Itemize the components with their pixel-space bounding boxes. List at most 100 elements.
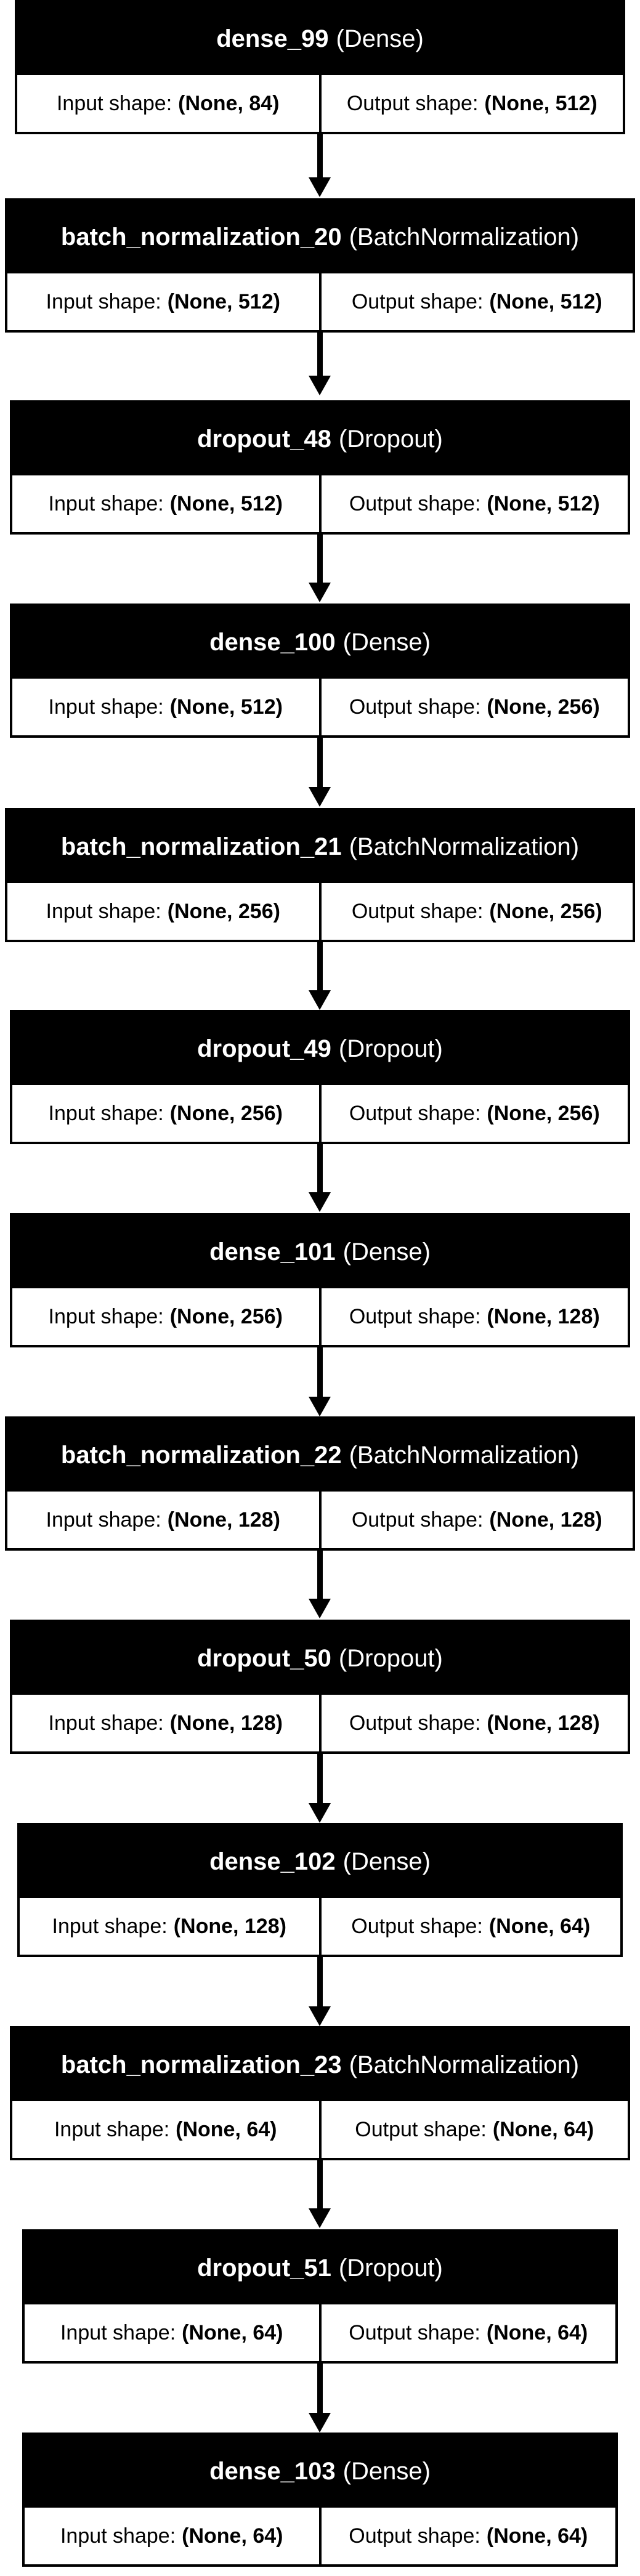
input-shape-cell: Input shape:(None, 512) <box>12 679 319 735</box>
input-shape-label: Input shape: <box>48 491 164 515</box>
input-shape-cell: Input shape:(None, 512) <box>7 273 319 330</box>
input-shape-label: Input shape: <box>46 1508 161 1532</box>
output-shape-value: (None, 64) <box>492 2117 594 2141</box>
layer-name: batch_normalization_22 <box>60 1441 342 1469</box>
layer-name: batch_normalization_23 <box>60 2051 342 2078</box>
layer-name: dropout_51 <box>197 2254 331 2282</box>
input-shape-value: (None, 64) <box>176 2117 277 2141</box>
input-shape-label: Input shape: <box>48 1711 164 1735</box>
input-shape-cell: Input shape:(None, 64) <box>12 2101 319 2158</box>
layer-node: dense_99(Dense) Input shape:(None, 84) O… <box>15 0 625 134</box>
output-shape-cell: Output shape:(None, 512) <box>318 273 633 330</box>
layer-node: dense_102(Dense) Input shape:(None, 128)… <box>17 1823 623 1957</box>
layer-header: batch_normalization_22(BatchNormalizatio… <box>7 1419 633 1492</box>
layer-node: dropout_50(Dropout) Input shape:(None, 1… <box>10 1620 630 1754</box>
layer-type: (Dense) <box>342 1847 431 1875</box>
layer-name: dense_100 <box>209 628 336 656</box>
output-shape-cell: Output shape:(None, 512) <box>318 475 628 532</box>
output-shape-label: Output shape: <box>349 2320 480 2344</box>
layer-shapes: Input shape:(None, 256) Output shape:(No… <box>12 1288 628 1345</box>
output-shape-cell: Output shape:(None, 256) <box>318 883 633 940</box>
input-shape-label: Input shape: <box>52 1914 168 1938</box>
input-shape-label: Input shape: <box>46 289 161 313</box>
layer-type: (BatchNormalization) <box>349 2051 580 2078</box>
layer-shapes: Input shape:(None, 64) Output shape:(Non… <box>12 2101 628 2158</box>
input-shape-cell: Input shape:(None, 256) <box>12 1288 319 1345</box>
layer-shapes: Input shape:(None, 256) Output shape:(No… <box>7 883 633 940</box>
layer-shapes: Input shape:(None, 64) Output shape:(Non… <box>25 2508 615 2564</box>
output-shape-label: Output shape: <box>349 1711 481 1735</box>
layer-name: dense_103 <box>209 2457 336 2485</box>
layer-name: dropout_48 <box>197 425 331 453</box>
layer-type: (Dense) <box>342 2457 431 2485</box>
output-shape-value: (None, 256) <box>489 899 602 923</box>
layer-node: dropout_51(Dropout) Input shape:(None, 6… <box>22 2229 618 2364</box>
input-shape-value: (None, 256) <box>167 899 280 923</box>
output-shape-value: (None, 512) <box>489 289 602 313</box>
output-shape-label: Output shape: <box>351 289 484 313</box>
layer-name: batch_normalization_21 <box>60 833 342 860</box>
input-shape-cell: Input shape:(None, 256) <box>7 883 319 940</box>
input-shape-label: Input shape: <box>48 1304 164 1328</box>
output-shape-cell: Output shape:(None, 64) <box>318 2101 628 2158</box>
input-shape-value: (None, 512) <box>167 289 280 313</box>
output-shape-value: (None, 128) <box>489 1508 602 1532</box>
layer-shapes: Input shape:(None, 84) Output shape:(Non… <box>17 75 623 132</box>
layer-shapes: Input shape:(None, 512) Output shape:(No… <box>12 679 628 735</box>
output-shape-value: (None, 128) <box>487 1711 600 1735</box>
output-shape-value: (None, 256) <box>487 695 600 719</box>
layer-node: dense_103(Dense) Input shape:(None, 64) … <box>22 2433 618 2567</box>
output-shape-value: (None, 128) <box>487 1304 600 1328</box>
output-shape-value: (None, 64) <box>488 1914 591 1938</box>
output-shape-cell: Output shape:(None, 64) <box>318 2304 616 2361</box>
output-shape-cell: Output shape:(None, 64) <box>318 2508 616 2564</box>
output-shape-value: (None, 64) <box>486 2320 588 2344</box>
layer-type: (Dropout) <box>338 1035 443 1062</box>
layer-node: batch_normalization_22(BatchNormalizatio… <box>5 1416 635 1551</box>
input-shape-value: (None, 128) <box>167 1508 280 1532</box>
input-shape-cell: Input shape:(None, 128) <box>20 1898 319 1955</box>
layer-header: batch_normalization_23 (BatchNormalizatio… <box>12 2029 628 2101</box>
input-shape-cell: Input shape:(None, 128) <box>12 1695 319 1751</box>
output-shape-value: (None, 512) <box>484 91 597 115</box>
input-shape-label: Input shape: <box>56 91 172 115</box>
layer-node: batch_normalization_23 (BatchNormalizatio… <box>10 2026 630 2160</box>
output-shape-cell: Output shape:(None, 128) <box>318 1288 628 1345</box>
output-shape-label: Output shape: <box>346 91 479 115</box>
input-shape-label: Input shape: <box>48 695 164 719</box>
layer-header: batch_normalization_21(BatchNormalizatio… <box>7 810 633 883</box>
input-shape-value: (None, 64) <box>182 2320 283 2344</box>
output-shape-cell: Output shape:(None, 64) <box>318 1898 621 1955</box>
input-shape-cell: Input shape:(None, 128) <box>7 1492 319 1548</box>
layer-name: batch_normalization_20 <box>60 223 342 251</box>
output-shape-value: (None, 512) <box>487 491 600 515</box>
layer-shapes: Input shape:(None, 128) Output shape:(No… <box>7 1492 633 1548</box>
input-shape-label: Input shape: <box>46 899 161 923</box>
layer-node: batch_normalization_21(BatchNormalizatio… <box>5 808 635 942</box>
input-shape-value: (None, 512) <box>169 695 283 719</box>
layer-name: dense_102 <box>209 1847 336 1875</box>
input-shape-cell: Input shape:(None, 512) <box>12 475 319 532</box>
output-shape-label: Output shape: <box>351 1914 483 1938</box>
layer-type: (BatchNormalization) <box>349 223 580 251</box>
input-shape-cell: Input shape:(None, 256) <box>12 1085 319 1142</box>
input-shape-value: (None, 512) <box>169 491 283 515</box>
layer-header: dropout_51(Dropout) <box>25 2232 615 2304</box>
layer-type: (Dropout) <box>338 1644 443 1672</box>
input-shape-value: (None, 84) <box>178 91 280 115</box>
layer-shapes: Input shape:(None, 256) Output shape:(No… <box>12 1085 628 1142</box>
input-shape-cell: Input shape:(None, 64) <box>25 2508 319 2564</box>
output-shape-cell: Output shape:(None, 128) <box>318 1492 633 1548</box>
layer-type: (Dense) <box>342 628 431 656</box>
input-shape-label: Input shape: <box>48 1101 164 1125</box>
input-shape-label: Input shape: <box>60 2524 176 2548</box>
layer-header: dropout_50(Dropout) <box>12 1622 628 1695</box>
layer-shapes: Input shape:(None, 128) Output shape:(No… <box>20 1898 620 1955</box>
input-shape-cell: Input shape:(None, 64) <box>25 2304 319 2361</box>
output-shape-cell: Output shape:(None, 256) <box>318 679 628 735</box>
output-shape-label: Output shape: <box>351 1508 484 1532</box>
layer-type: (Dense) <box>336 25 424 52</box>
layer-name: dropout_50 <box>197 1644 331 1672</box>
input-shape-value: (None, 128) <box>173 1914 286 1938</box>
